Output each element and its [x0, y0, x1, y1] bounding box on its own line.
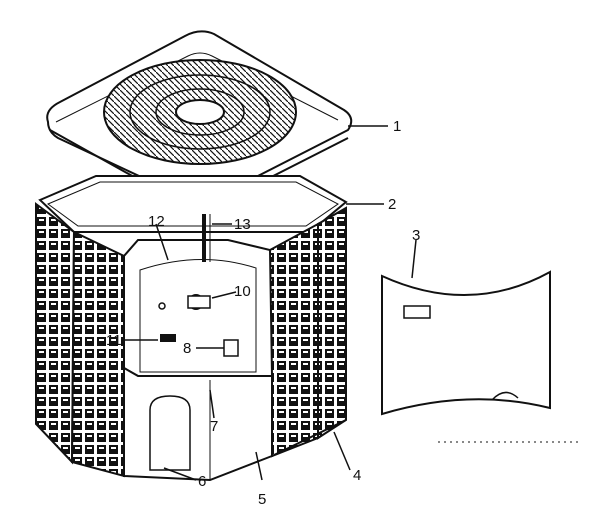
callout-13: 13 — [234, 216, 251, 233]
callout-5: 5 — [258, 491, 266, 508]
leader-lines — [124, 125, 417, 481]
callout-2: 2 — [388, 196, 396, 213]
access-panel — [381, 270, 551, 416]
callout-8: 8 — [183, 340, 191, 357]
base-pan — [123, 366, 347, 482]
callout-4: 4 — [353, 467, 361, 484]
callout-11: 11 — [106, 332, 122, 349]
right-coil-guard — [268, 206, 347, 458]
callout-12: 12 — [148, 213, 165, 230]
cabinet-top-rim — [38, 175, 348, 233]
callout-10: 10 — [234, 283, 251, 300]
callout-6: 6 — [198, 473, 206, 490]
fan-grille — [103, 59, 297, 165]
left-coil-guard — [35, 202, 125, 478]
callout-3: 3 — [412, 227, 420, 244]
callout-1: 1 — [393, 118, 401, 135]
callout-labels: 1 2 3 4 5 6 7 8 10 11 12 13 — [106, 118, 420, 508]
control-panel — [123, 214, 274, 377]
callout-7: 7 — [210, 418, 218, 435]
